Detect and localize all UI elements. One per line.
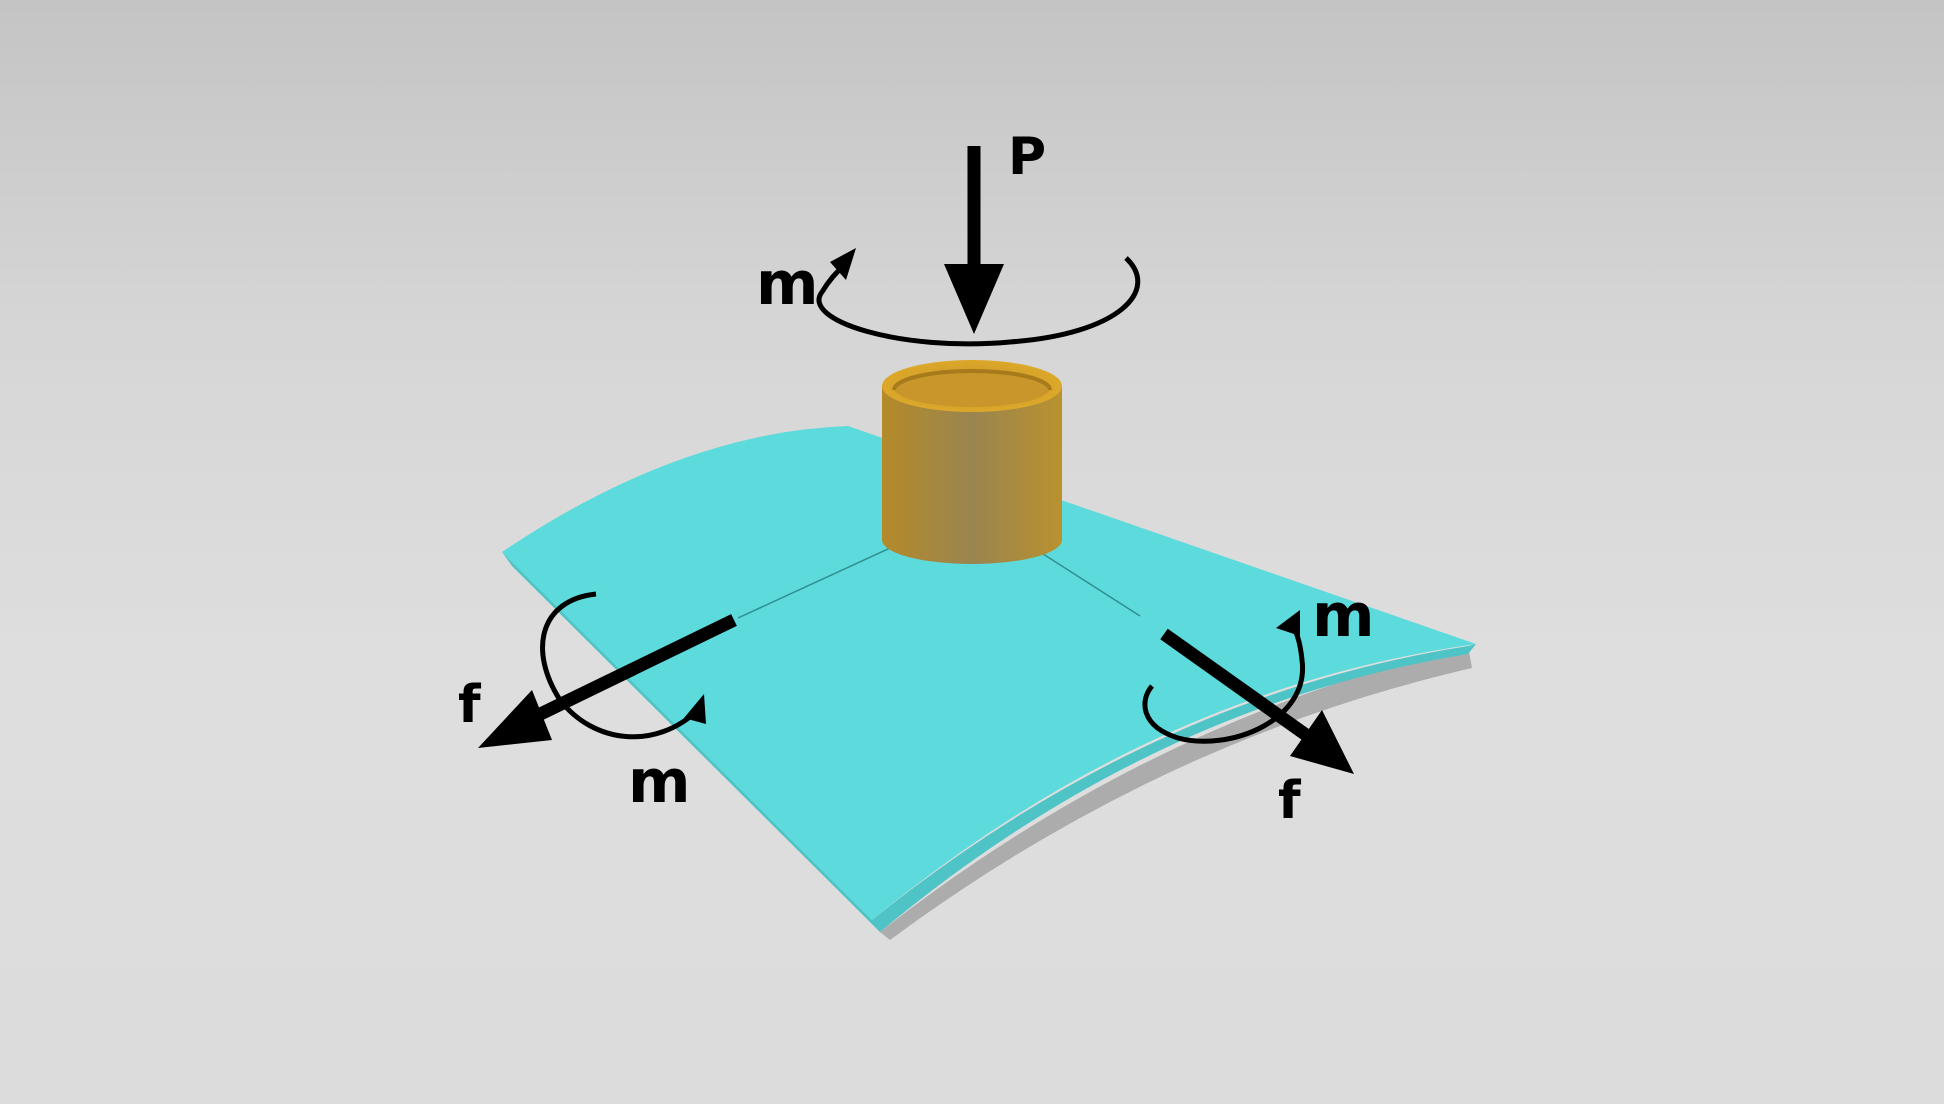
left-force-label: f (458, 675, 482, 735)
torsion-moment-label: m (756, 249, 819, 319)
shell-shadow (880, 646, 1472, 940)
axial-force-label: P (1008, 127, 1046, 187)
shell-line-left (737, 547, 891, 619)
torsion-moment-arrow (816, 248, 1141, 347)
left-moment-arrow (540, 591, 706, 740)
right-force-label: f (1278, 771, 1302, 831)
axial-force-arrow (944, 146, 1004, 334)
left-force-arrow (478, 614, 737, 748)
shell-line-right (1039, 551, 1141, 617)
right-moment-label: m (1312, 581, 1375, 651)
shell-plate (502, 426, 1476, 920)
right-force-arrow (1160, 628, 1354, 774)
nozzle (882, 360, 1062, 564)
right-moment-arrow (1142, 610, 1305, 744)
left-moment-label: m (628, 747, 691, 817)
